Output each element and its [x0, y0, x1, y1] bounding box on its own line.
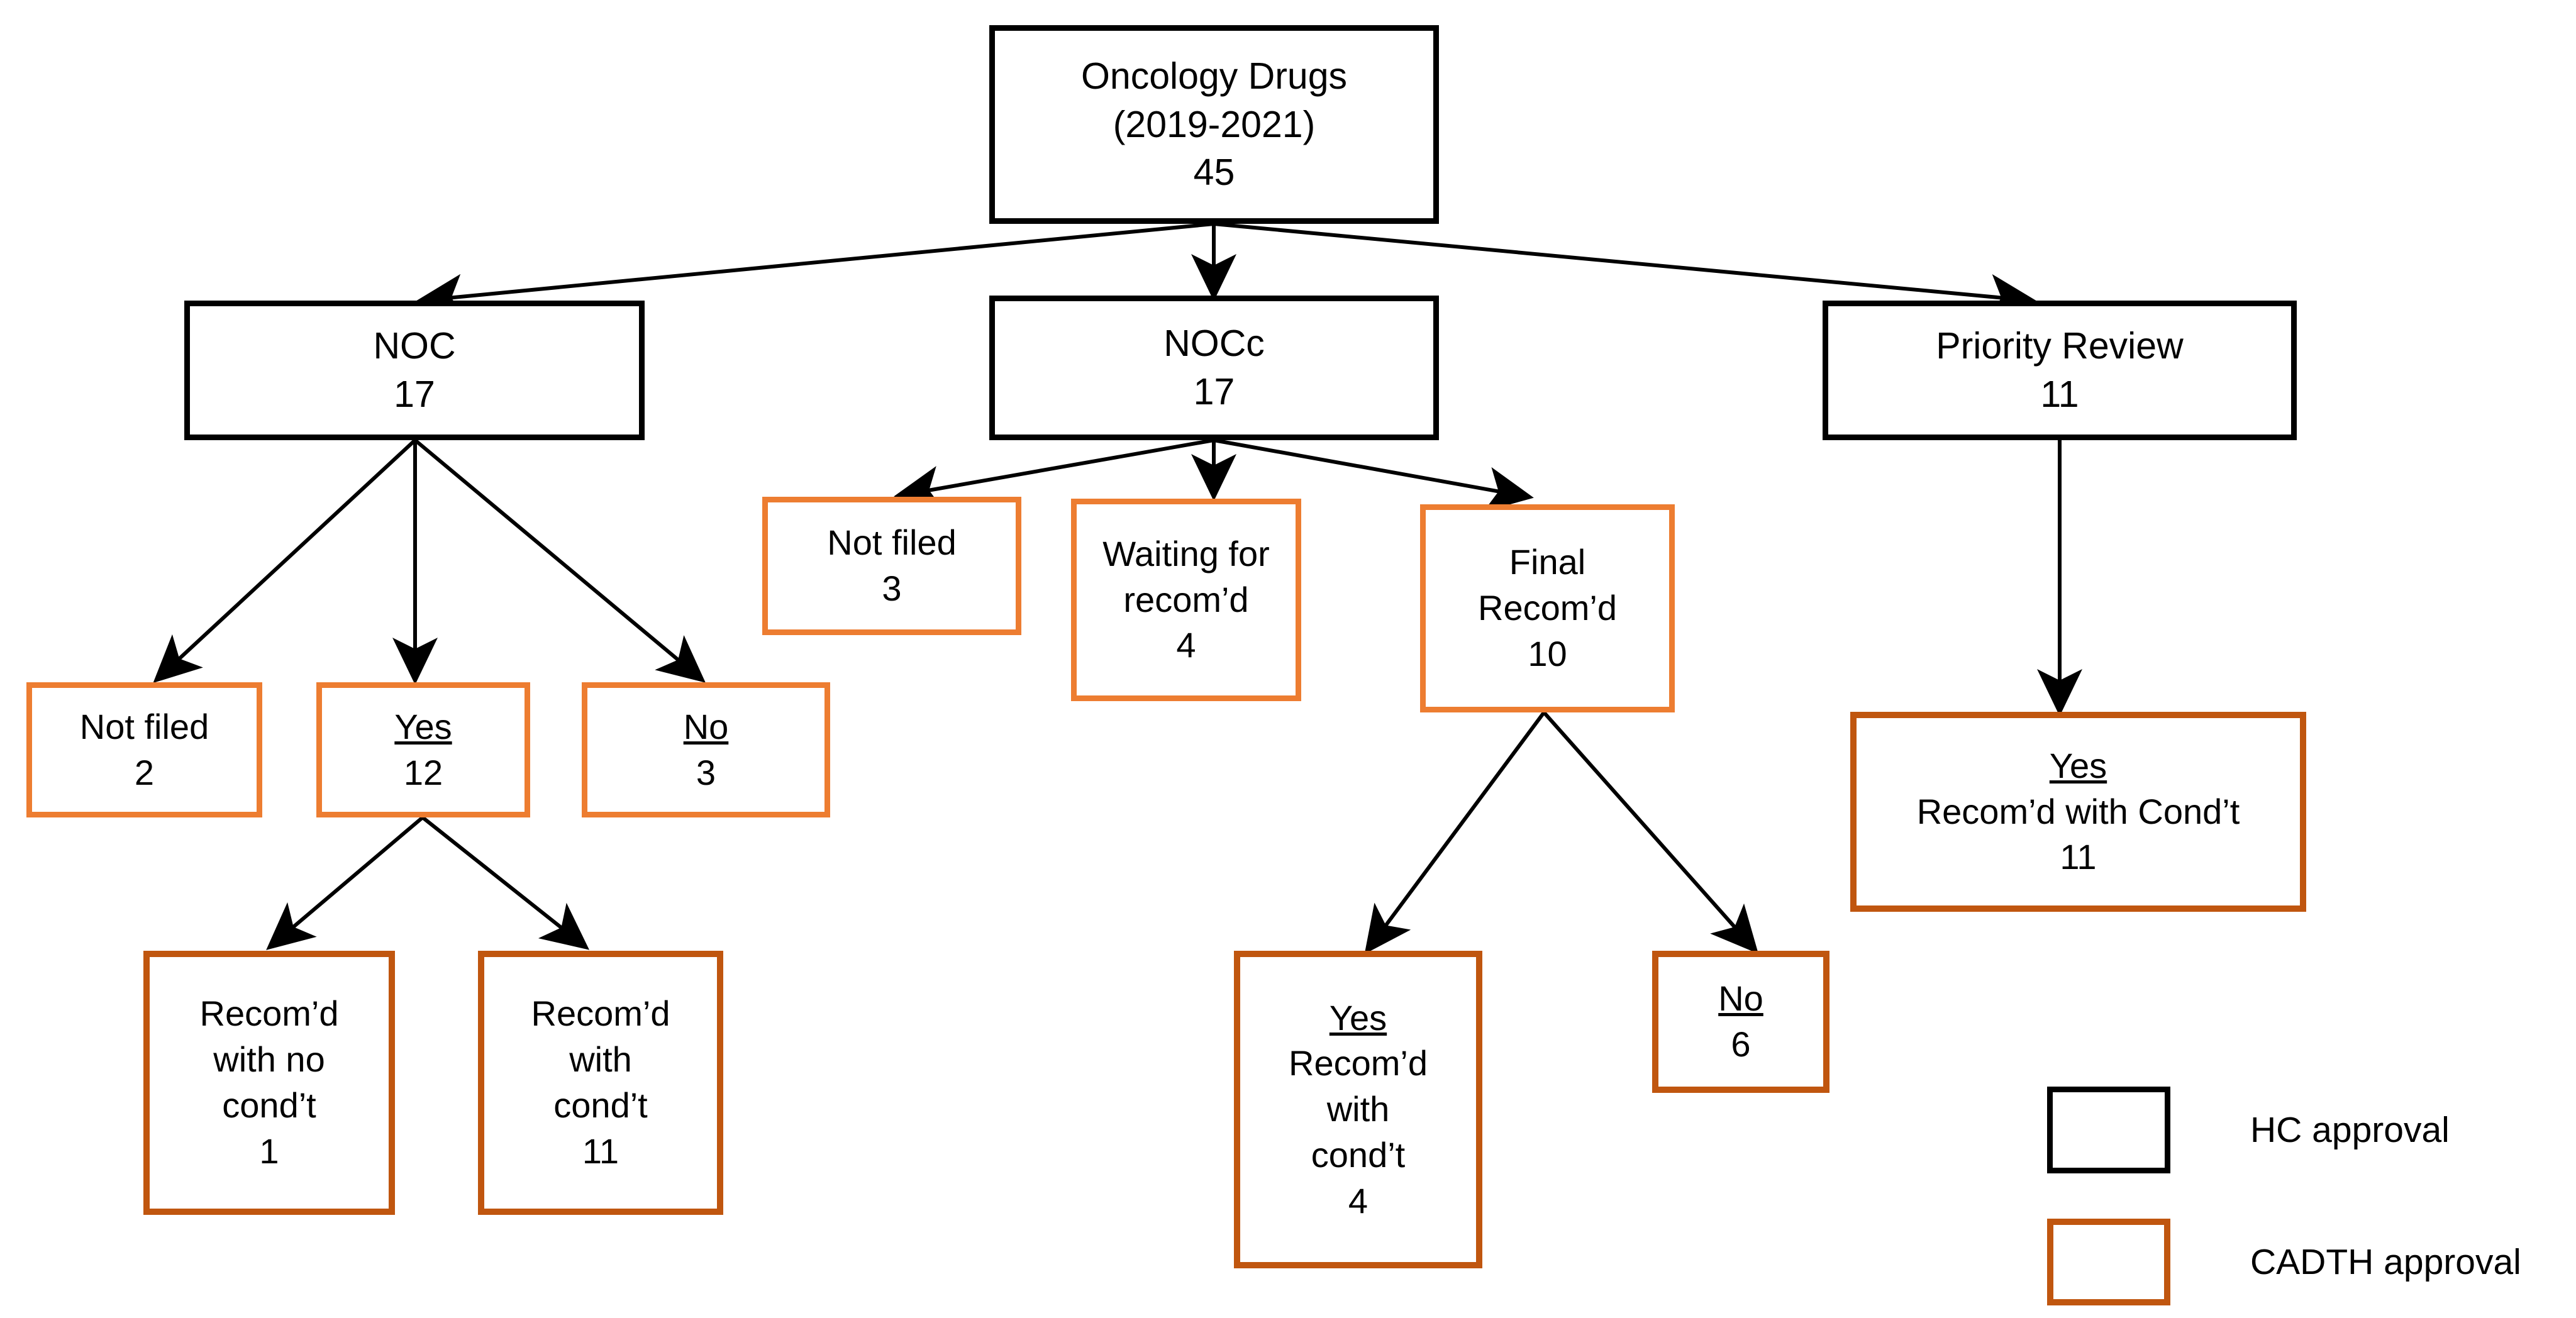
node-root-line-1: (2019‑2021) — [1113, 103, 1316, 145]
legend-cadth-label: CADTH approval — [2250, 1242, 2521, 1282]
node-finalyes-line-2: with — [1326, 1089, 1390, 1129]
node-finalno-line-0: No — [1718, 978, 1763, 1019]
node-noc-not-filed[interactable]: Not filed 2 — [26, 682, 262, 817]
node-nocc-notfiled-line-0: Not filed — [827, 523, 957, 563]
node-final-line-1: Recom’d — [1478, 588, 1617, 628]
node-noc-yes-line-1: 12 — [403, 752, 443, 792]
node-noc-notfiled-line-1: 2 — [134, 752, 155, 792]
node-reccond-line-0: Recom’d — [531, 994, 670, 1034]
node-priority-line-1: 11 — [2040, 374, 2079, 415]
node-noc-yes[interactable]: Yes 12 — [316, 682, 530, 817]
node-waiting-line-0: Waiting for — [1102, 533, 1270, 573]
node-root-line-0: Oncology Drugs — [1080, 55, 1348, 97]
node-noc-yes-line-0: Yes — [394, 706, 452, 746]
node-reccond-line-3: 11 — [582, 1131, 619, 1171]
node-nocc-not-filed[interactable]: Not filed 3 — [762, 497, 1021, 635]
edge-noc-notfiled — [153, 438, 417, 684]
node-finalyes-line-1: Recom’d — [1289, 1043, 1428, 1083]
legend-hc-swatch — [2047, 1087, 2170, 1173]
node-recnocond-line-1: with no — [213, 1039, 325, 1080]
edge-root-priority — [1213, 222, 2037, 319]
legend-hc-label: HC approval — [2250, 1110, 2450, 1150]
legend-cadth-swatch — [2047, 1219, 2170, 1305]
node-reccond-line-2: cond’t — [553, 1085, 648, 1125]
edge-nocyes-recnocond — [266, 816, 424, 950]
node-finalyes-line-3: cond’t — [1311, 1134, 1406, 1175]
node-final-line-0: Final — [1509, 542, 1586, 582]
edge-final-no — [1542, 711, 1758, 954]
node-recomd-with-no-condt[interactable]: Recom’d with no cond’t 1 — [143, 951, 395, 1215]
node-finalyes-line-0: Yes — [1329, 997, 1387, 1038]
edge-nocc-final — [1213, 438, 1534, 512]
node-nocc-line-1: 17 — [1193, 371, 1235, 413]
node-priorityyes-line-1: Recom’d with Cond’t — [1916, 791, 2240, 831]
node-noc-notfiled-line-0: Not filed — [79, 706, 209, 746]
node-nocc-line-0: NOCc — [1163, 323, 1265, 365]
node-root[interactable]: Oncology Drugs (2019‑2021) 45 — [989, 25, 1439, 224]
node-recnocond-line-0: Recom’d — [199, 994, 339, 1034]
node-noc-no-line-0: No — [683, 706, 729, 746]
node-waiting-for-recomd[interactable]: Waiting for recom’d 4 — [1071, 499, 1301, 701]
edge-final-yes — [1364, 711, 1546, 955]
node-noc[interactable]: NOC 17 — [184, 301, 645, 440]
node-recomd-with-condt[interactable]: Recom’d with cond’t 11 — [478, 951, 723, 1215]
node-priority-review[interactable]: Priority Review 11 — [1823, 301, 2297, 440]
edge-root-noc — [416, 222, 1214, 319]
node-noc-no-line-1: 3 — [696, 752, 716, 792]
edge-nocc-notfiled — [894, 438, 1214, 511]
node-nocc[interactable]: NOCc 17 — [989, 296, 1439, 440]
node-priorityyes-line-2: 11 — [2060, 837, 2097, 877]
node-final-line-2: 10 — [1528, 633, 1567, 673]
node-waiting-line-2: 4 — [1176, 625, 1196, 665]
edge-noc-no — [414, 438, 706, 683]
node-final-no[interactable]: No 6 — [1652, 951, 1829, 1093]
node-waiting-line-1: recom’d — [1123, 579, 1249, 619]
node-recnocond-line-3: 1 — [259, 1131, 279, 1171]
edge-group — [153, 222, 2082, 955]
node-final-yes[interactable]: Yes Recom’d with cond’t 4 — [1234, 951, 1482, 1268]
node-priority-yes[interactable]: Yes Recom’d with Cond’t 11 — [1850, 712, 2306, 912]
node-recnocond-line-2: cond’t — [222, 1085, 316, 1125]
node-noc-no[interactable]: No 3 — [582, 682, 830, 817]
node-reccond-line-1: with — [569, 1039, 632, 1080]
node-final-recomd[interactable]: Final Recom’d 10 — [1420, 504, 1675, 712]
node-priorityyes-line-0: Yes — [2049, 745, 2107, 785]
node-root-line-2: 45 — [1193, 152, 1235, 194]
node-nocc-notfiled-line-1: 3 — [882, 568, 902, 608]
node-priority-line-0: Priority Review — [1936, 325, 2184, 367]
node-noc-line-0: NOC — [373, 325, 456, 367]
node-finalno-line-1: 6 — [1731, 1024, 1751, 1064]
node-finalyes-line-4: 4 — [1348, 1180, 1368, 1221]
edge-nocyes-reccond — [421, 816, 590, 950]
node-noc-line-1: 17 — [394, 374, 435, 415]
